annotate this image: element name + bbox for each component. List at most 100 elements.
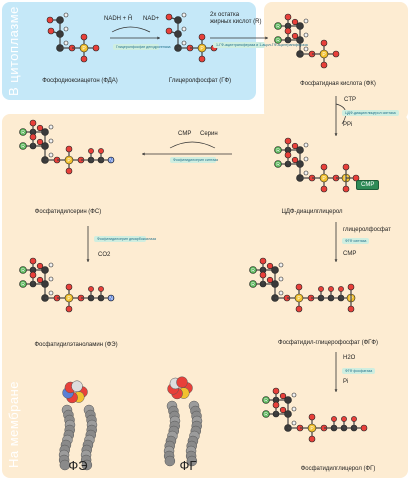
oxygen-atom xyxy=(320,61,328,69)
molecule-dhap: P xyxy=(46,12,100,63)
head-group-atom xyxy=(71,380,83,392)
r-group-text: R xyxy=(264,398,268,404)
oxygen-atom xyxy=(65,167,73,175)
carbon-atom xyxy=(271,280,279,288)
oxygen-atom xyxy=(284,27,292,35)
hydrogen-atom xyxy=(278,276,284,282)
arrow-ps-to-pe-head xyxy=(86,259,90,262)
hydrogen-atom xyxy=(291,406,297,412)
oxygen-atom xyxy=(308,435,316,443)
arrow-pgp-to-pg-head xyxy=(334,389,338,392)
oxygen-atom xyxy=(284,13,292,21)
carbon-atom xyxy=(41,142,49,150)
hydrogen-atom xyxy=(278,290,284,296)
hydrogen-atom xyxy=(181,40,187,46)
oxygen-atom xyxy=(92,44,100,52)
molecule-pg: R R P xyxy=(262,387,368,443)
hydrogen-atom xyxy=(303,142,309,148)
r-group-text: R xyxy=(276,148,280,154)
carbon-atom xyxy=(56,30,64,38)
carbon-atom xyxy=(284,410,292,418)
r-group xyxy=(19,142,27,150)
label-g3p: Глицеролфосфат (ГФ) xyxy=(168,78,232,84)
carbon-atom xyxy=(56,16,64,24)
r-group-text: R xyxy=(276,24,280,30)
oxygen-atom xyxy=(291,18,299,26)
oxygen-atom xyxy=(341,416,347,422)
r-group-text: R xyxy=(264,412,268,418)
hydrogen-atom xyxy=(303,170,309,176)
carbon-atom xyxy=(41,128,49,136)
carbon-atom xyxy=(296,160,304,168)
oxygen-atom xyxy=(320,185,328,193)
hydrogen-atom xyxy=(63,40,69,46)
hydrogen-atom xyxy=(48,262,54,268)
enzyme-ps-synthase: Фосфатидилсерин синтаза xyxy=(170,157,218,164)
carbon-chain-atom xyxy=(59,459,71,471)
cmp-badge: CMP xyxy=(356,180,380,190)
oxygen-atom xyxy=(291,32,299,40)
carbon-atom xyxy=(271,266,279,274)
oxygen-atom xyxy=(98,286,104,292)
molecule-cdp-dag: RRPP xyxy=(274,137,360,193)
label-pg: Фосфатидилглицерол (ФГ) xyxy=(300,466,376,472)
hydrogen-atom xyxy=(48,152,54,158)
oxygen-atom xyxy=(332,50,340,58)
phosphorus-atom xyxy=(64,155,74,165)
enzyme-g3p-dehydrogenase: Глицеролфосфат дегидрогеназа xyxy=(113,44,170,51)
hydrogen-atom xyxy=(48,124,54,130)
phosphorus-atom-text: P xyxy=(67,158,71,164)
oxygen-atom xyxy=(198,55,206,63)
label-cdp-dag: ЦДФ-диацилглицерол xyxy=(281,209,343,215)
label-pe: Фосфатидилэтаноламин (ФЭ) xyxy=(34,342,118,348)
label-dhap: Фосфодиоксиацетон (ФДА) xyxy=(42,78,118,84)
r-group xyxy=(19,128,27,136)
reactant-fatty-acids-2: жирных кислот (R) xyxy=(210,19,262,25)
phosphorus-atom-text: P xyxy=(310,426,314,432)
phosphorus-atom-text: P xyxy=(200,46,204,52)
oxygen-atom xyxy=(338,286,344,292)
model-label-pg: ФГ xyxy=(179,458,197,473)
hydrogen-atom xyxy=(303,46,309,52)
oxygen-atom xyxy=(318,286,324,292)
nitrogen-atom-text: N xyxy=(109,296,113,302)
nitrogen-atom xyxy=(107,156,115,164)
oxygen-atom xyxy=(198,33,206,41)
oxygen-atom xyxy=(165,27,173,35)
oxygen-atom xyxy=(29,257,37,265)
oxygen-atom xyxy=(320,39,328,47)
phosphorus-atom-text: P xyxy=(322,52,326,58)
phosphorus-atom xyxy=(294,293,304,303)
r-group xyxy=(274,160,282,168)
carbon-atom xyxy=(41,280,49,288)
r-group xyxy=(249,266,257,274)
oxygen-atom xyxy=(295,305,303,313)
serine-curve xyxy=(169,141,216,149)
oxygen-atom xyxy=(266,276,274,284)
product-co2: CO2 xyxy=(98,252,111,258)
product-cmp-serine: CMP xyxy=(178,131,192,137)
reactant-nadh: NADH + Ĥ xyxy=(104,16,133,22)
oxygen-atom xyxy=(80,33,88,41)
product-ppi: PPi xyxy=(343,122,353,128)
hydrogen-atom xyxy=(63,12,69,18)
enzyme-pgp-synthase: ФГФ синтаза xyxy=(342,238,370,245)
oxygen-atom xyxy=(331,416,337,422)
oxygen-atom xyxy=(272,401,280,409)
hydrogen-atom xyxy=(278,262,284,268)
oxygen-atom xyxy=(259,257,267,265)
oxygen-atom xyxy=(328,286,334,292)
r-group-text: R xyxy=(276,38,280,44)
enzyme-acyltransferases: 1-ГФ-ацилтрансфераза и 1-ацил-ГФ-ацилтра… xyxy=(213,42,308,49)
oxygen-atom xyxy=(342,163,350,171)
reactant-nad: NAD+ xyxy=(143,16,160,22)
r-group xyxy=(274,36,282,44)
hydrogen-atom xyxy=(303,156,309,162)
label-ps: Фосфатидилсерин (ФС) xyxy=(34,209,102,215)
phosphorus-atom-text: P xyxy=(297,296,301,302)
oxygen-atom xyxy=(47,27,55,35)
r-group xyxy=(274,22,282,30)
carbon-atom xyxy=(174,16,182,24)
phosphorus-atom-text: P xyxy=(322,176,326,182)
